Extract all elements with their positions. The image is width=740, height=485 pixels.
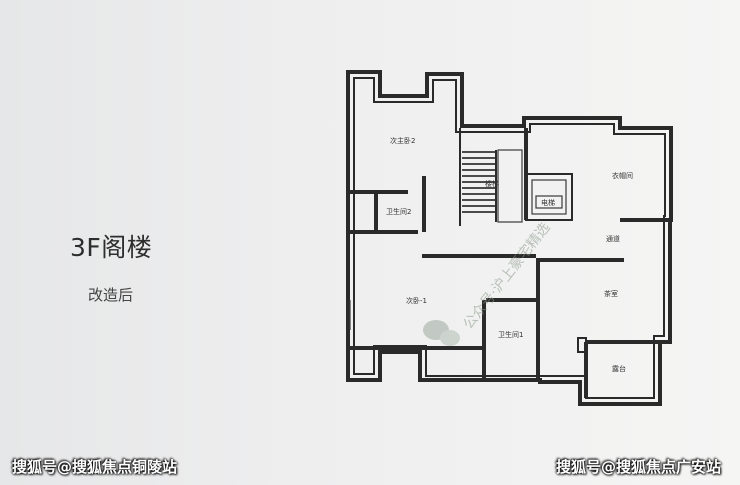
room-label-tea-room: 茶室: [604, 289, 618, 298]
elevator-shaft: [525, 173, 573, 221]
room-label-bedroom-1: 次卧-1: [406, 296, 427, 305]
room-label-stairs: 楼梯: [485, 179, 499, 188]
footer-source-left: 搜狐号@搜狐焦点铜陵站: [12, 458, 178, 476]
staircase: [462, 149, 523, 223]
room-label-walk-in-closet: 衣帽间: [612, 171, 633, 180]
footer-source-right: 搜狐号@搜狐焦点广安站: [556, 458, 722, 476]
terrace-door-frame: [577, 337, 587, 353]
chat-bubble-icon: [423, 320, 460, 346]
room-label-bathroom-2: 卫生间2: [386, 207, 411, 216]
room-label-terrace: 露台: [612, 364, 626, 373]
page-title: 3F阁楼: [70, 233, 153, 262]
room-label-elevator: 电梯: [541, 198, 555, 207]
room-label-master-bedroom-2: 次主卧2: [390, 136, 415, 145]
room-label-bathroom-1: 卫生间1: [498, 330, 523, 339]
page-subtitle: 改造后: [88, 286, 134, 304]
outer-wall-inner-line: [353, 77, 666, 399]
outer-wall: [346, 70, 673, 406]
room-label-corridor: 通道: [606, 234, 620, 243]
